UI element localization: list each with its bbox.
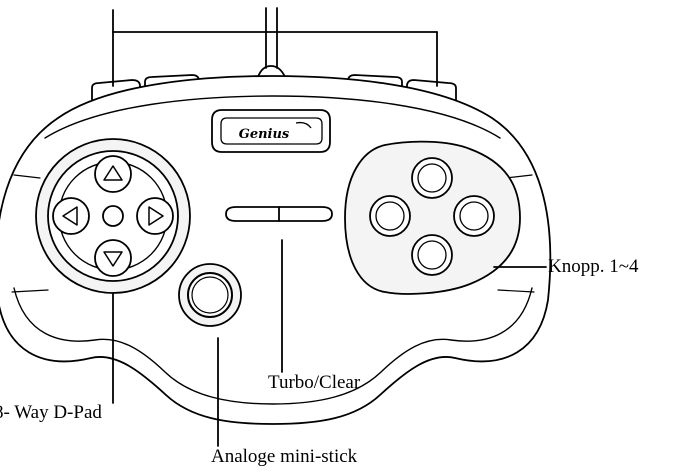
logo-text: Genius xyxy=(239,127,290,142)
label-dpad: 8- Way D-Pad xyxy=(0,402,102,423)
shoulder-callout-lines xyxy=(112,9,438,87)
label-buttons-1-4: Knopp. 1~4 xyxy=(548,256,639,277)
label-turbo-clear: Turbo/Clear xyxy=(268,372,361,393)
face-buttons-area xyxy=(344,140,521,295)
dpad-down-button[interactable] xyxy=(94,239,132,277)
dpad-right-button[interactable] xyxy=(136,197,174,235)
logo-badge xyxy=(211,109,331,153)
turbo-clear-buttons[interactable] xyxy=(225,206,333,222)
cable xyxy=(251,7,292,81)
dpad-left-button[interactable] xyxy=(52,197,90,235)
dpad-up-button[interactable] xyxy=(94,155,132,193)
face-button-top[interactable] xyxy=(411,157,453,199)
logo-swoosh xyxy=(295,121,312,129)
dpad-center xyxy=(102,205,124,227)
face-button-right[interactable] xyxy=(453,195,495,237)
label-analog-stick: Analoge mini-stick xyxy=(211,446,358,467)
face-button-left[interactable] xyxy=(369,195,411,237)
analog-mini-stick[interactable] xyxy=(178,263,242,327)
face-button-bottom[interactable] xyxy=(411,234,453,276)
